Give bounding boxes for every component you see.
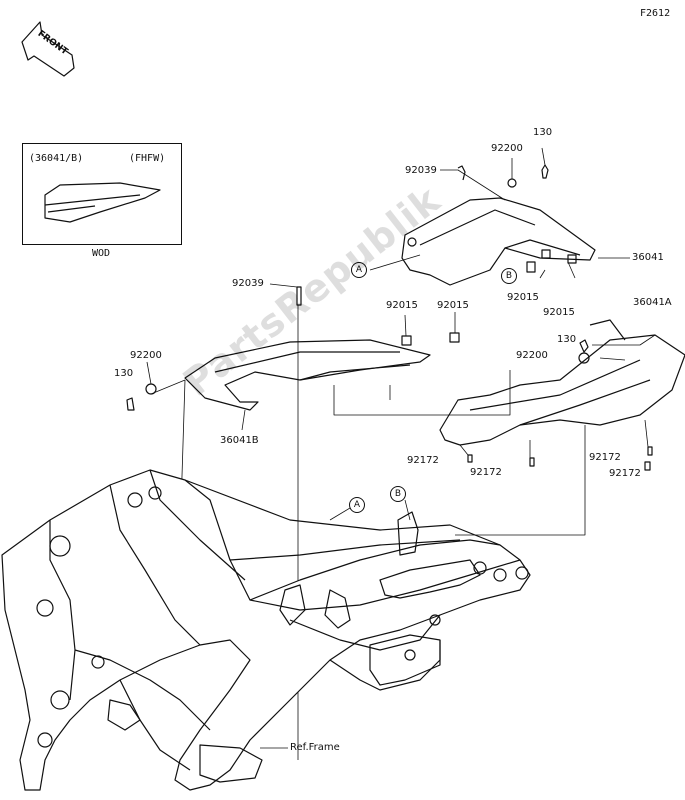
label-130-left: 130	[114, 368, 134, 379]
label-92015-r2: 92015	[543, 307, 575, 318]
inset-seat-cover-drawing	[44, 182, 161, 223]
label-92015-m2: 92015	[437, 300, 469, 311]
inset-right-label: (FHFW)	[129, 153, 166, 164]
seat-cover-36041-drawing	[401, 197, 596, 286]
label-92172-d: 92172	[609, 468, 641, 479]
label-92015-r1: 92015	[507, 292, 539, 303]
label-36041A: 36041A	[633, 297, 672, 308]
seat-cover-36041A-drawing	[439, 319, 685, 446]
label-92172-a: 92172	[407, 455, 439, 466]
label-92172-b: 92172	[470, 467, 502, 478]
label-ref-frame: Ref.Frame	[290, 742, 340, 753]
callout-b-upper: B	[501, 268, 517, 284]
callout-a-lower: A	[349, 497, 365, 513]
leader-lines	[146, 147, 656, 760]
seat-cover-36041B-drawing	[184, 332, 460, 411]
label-130-top: 130	[533, 127, 553, 138]
inset-box: (36041/B) (FHFW)	[22, 143, 182, 245]
label-92200-top: 92200	[491, 143, 523, 154]
label-130-right: 130	[557, 334, 577, 345]
label-92039-mid: 92039	[232, 278, 264, 289]
label-36041B: 36041B	[220, 435, 259, 446]
callout-a-upper: A	[351, 262, 367, 278]
label-92172-c: 92172	[589, 452, 621, 463]
frame-drawing	[1, 469, 531, 791]
label-92039-top: 92039	[405, 165, 437, 176]
inset-caption: WOD	[92, 248, 111, 259]
front-arrow-icon	[21, 21, 75, 77]
figure-code: F2612	[640, 8, 671, 19]
label-36041: 36041	[632, 252, 664, 263]
label-92200-left: 92200	[130, 350, 162, 361]
callout-b-lower: B	[390, 486, 406, 502]
label-92015-m1: 92015	[386, 300, 418, 311]
label-92200-right: 92200	[516, 350, 548, 361]
inset-left-label: (36041/B)	[29, 153, 84, 164]
